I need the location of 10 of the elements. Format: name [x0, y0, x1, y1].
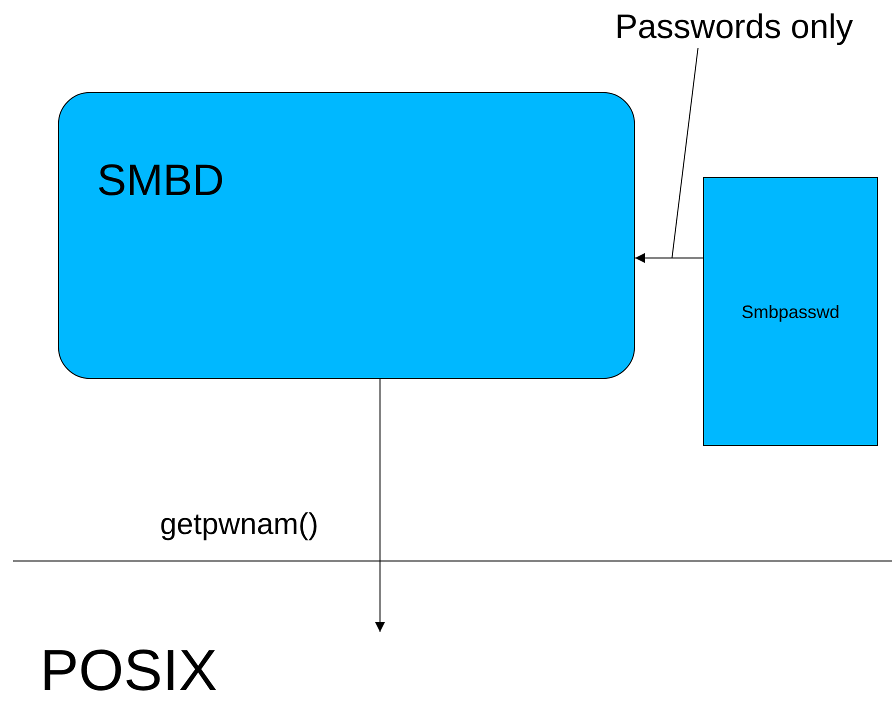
- process-box: [58, 92, 635, 379]
- file-box: [703, 177, 878, 446]
- arrow: [375, 378, 385, 632]
- arrow: [634, 253, 704, 263]
- leader-line: [672, 48, 698, 258]
- layer-label: POSIX: [40, 642, 218, 700]
- box-label: SMBD: [97, 156, 224, 205]
- box-label: Smbpasswd: [741, 302, 840, 320]
- callout-text: Passwords only: [596, 6, 872, 48]
- edge-label: getpwnam(): [160, 510, 318, 540]
